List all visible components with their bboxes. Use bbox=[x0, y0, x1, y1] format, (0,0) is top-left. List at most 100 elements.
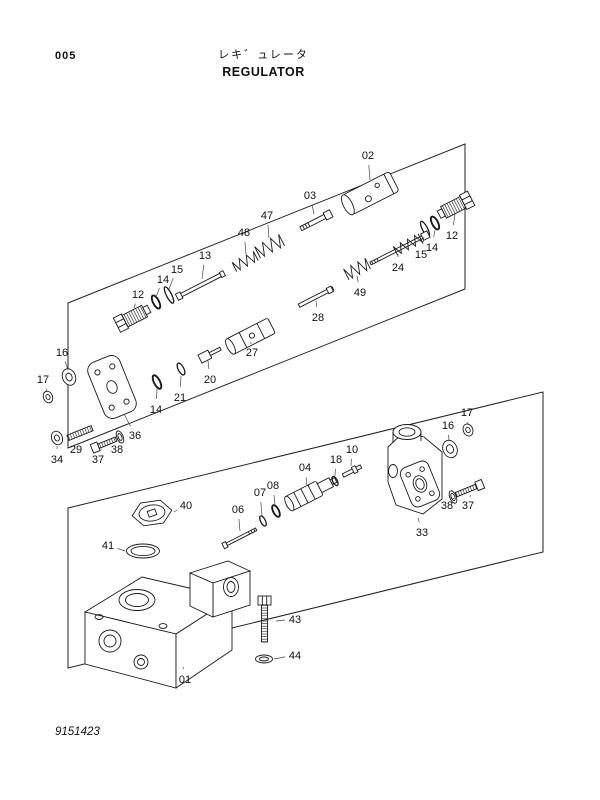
drawing-number: 9151423 bbox=[55, 726, 100, 738]
callout-38: 38 bbox=[111, 444, 123, 456]
title-japanese: レキ゛ュレータ bbox=[218, 49, 309, 61]
callout-33: 33 bbox=[416, 527, 428, 539]
leader-line-15 bbox=[168, 278, 174, 290]
part-17-nut bbox=[462, 423, 474, 437]
callout-37: 37 bbox=[462, 500, 474, 512]
leader-line-33 bbox=[417, 517, 420, 523]
callout-28: 28 bbox=[312, 312, 324, 324]
callout-43: 43 bbox=[289, 614, 301, 626]
part-40-hex-plug bbox=[131, 499, 173, 527]
part-13-rod bbox=[174, 270, 227, 301]
part-18-ring bbox=[331, 475, 339, 487]
callout-40: 40 bbox=[180, 500, 192, 512]
part-14-oring bbox=[151, 374, 163, 390]
callout-34: 34 bbox=[51, 454, 63, 466]
part-16-nut bbox=[442, 439, 458, 459]
leader-line-36 bbox=[123, 413, 131, 427]
callout-15: 15 bbox=[171, 264, 183, 276]
callout-12: 12 bbox=[446, 230, 458, 242]
leader-line-47 bbox=[267, 224, 270, 239]
leader-line-14 bbox=[155, 288, 160, 298]
part-12-plug bbox=[112, 304, 152, 333]
part-16-nut bbox=[61, 368, 77, 386]
callout-47: 47 bbox=[261, 210, 273, 222]
title-english: REGULATOR bbox=[222, 65, 305, 79]
callout-29: 29 bbox=[70, 444, 82, 456]
part-48-spring bbox=[231, 251, 259, 272]
callout-07: 07 bbox=[254, 487, 266, 499]
part-38-washer bbox=[448, 490, 458, 504]
callout-10: 10 bbox=[346, 444, 358, 456]
leader-line-13 bbox=[201, 264, 205, 280]
part-29-stud bbox=[66, 424, 94, 442]
leader-line-49 bbox=[356, 275, 359, 283]
callout-44: 44 bbox=[289, 650, 301, 662]
upper-frame bbox=[67, 143, 466, 449]
callout-01: 01 bbox=[179, 674, 191, 686]
part-37-bolt bbox=[454, 478, 486, 498]
callout-16: 16 bbox=[56, 347, 68, 359]
part-17-nut bbox=[42, 390, 54, 404]
callout-03: 03 bbox=[304, 190, 316, 202]
part-44-washer bbox=[255, 654, 273, 664]
leader-line-48 bbox=[244, 241, 247, 255]
callout-06: 06 bbox=[232, 504, 244, 516]
leader-line-03 bbox=[311, 204, 315, 215]
callout-04: 04 bbox=[299, 462, 311, 474]
callout-41: 41 bbox=[102, 540, 114, 552]
part-02-sleeve bbox=[340, 171, 399, 216]
leader-line-38 bbox=[118, 439, 121, 444]
callout-14: 14 bbox=[426, 242, 438, 254]
leader-line-07 bbox=[260, 501, 263, 517]
leader-line-17 bbox=[45, 388, 48, 393]
part-03-valve bbox=[299, 209, 334, 232]
callout-02: 02 bbox=[362, 150, 374, 162]
leader-line-41 bbox=[117, 547, 126, 552]
part-14-oring bbox=[429, 215, 441, 231]
part-49-spring bbox=[343, 258, 371, 280]
leader-line-04 bbox=[305, 476, 308, 487]
part-27-sleeve bbox=[225, 318, 276, 355]
part-33-flange-block bbox=[387, 424, 443, 515]
callout-27: 27 bbox=[246, 347, 258, 359]
part-38-washer bbox=[115, 430, 125, 444]
callout-15: 15 bbox=[415, 249, 427, 261]
part-14-oring bbox=[150, 294, 162, 310]
callout-14: 14 bbox=[150, 404, 162, 416]
leader-line-43 bbox=[275, 619, 286, 622]
callout-18: 18 bbox=[330, 454, 342, 466]
callout-38: 38 bbox=[441, 500, 453, 512]
callout-36: 36 bbox=[129, 430, 141, 442]
callout-17: 17 bbox=[37, 374, 49, 386]
callout-24: 24 bbox=[392, 262, 404, 274]
part-07-oring bbox=[259, 515, 267, 527]
part-21-ring bbox=[176, 362, 186, 376]
callout-48: 48 bbox=[238, 227, 250, 239]
part-47-spring bbox=[254, 234, 285, 259]
callout-17: 17 bbox=[461, 407, 473, 419]
part-12-plug bbox=[436, 190, 476, 219]
part-36-plate bbox=[87, 355, 137, 419]
leader-line-06 bbox=[238, 518, 241, 532]
callout-layer: 0203474813151412241514124928272021141617… bbox=[37, 150, 474, 686]
leader-line-14 bbox=[433, 229, 436, 238]
leader-line-12 bbox=[453, 213, 456, 226]
part-37-bolt bbox=[89, 436, 118, 454]
callout-14: 14 bbox=[157, 274, 169, 286]
leader-line-14 bbox=[156, 388, 158, 400]
page-number: 005 bbox=[55, 50, 77, 62]
leader-line-15 bbox=[422, 236, 425, 245]
leader-line-21 bbox=[180, 375, 182, 388]
leader-line-16 bbox=[64, 361, 69, 371]
callout-12: 12 bbox=[132, 289, 144, 301]
part-41-oring bbox=[126, 543, 160, 559]
callout-13: 13 bbox=[199, 250, 211, 262]
lower-frame bbox=[67, 391, 544, 669]
part-20-seat bbox=[197, 346, 222, 364]
leader-line-38 bbox=[451, 497, 455, 501]
callout-37: 37 bbox=[92, 454, 104, 466]
part-04-spool bbox=[284, 477, 338, 512]
leader-line-02 bbox=[368, 164, 371, 181]
